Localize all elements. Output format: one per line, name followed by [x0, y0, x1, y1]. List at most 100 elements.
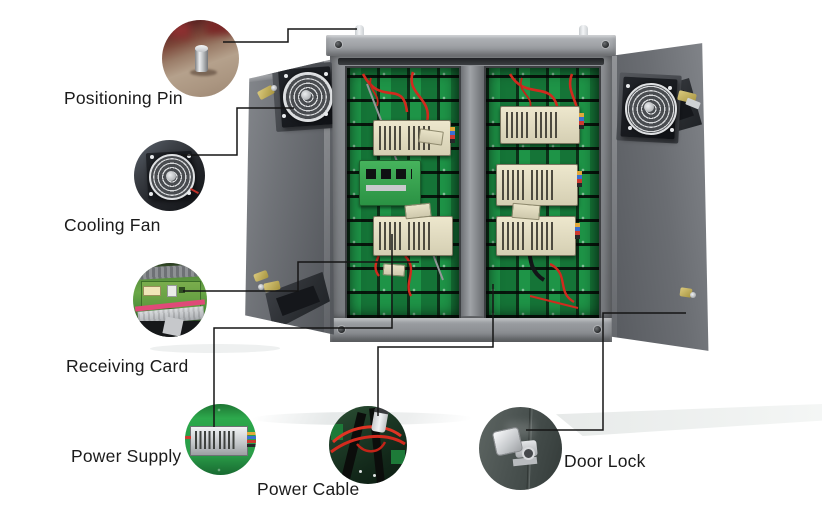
- door-edge-highlight: [324, 59, 330, 335]
- psu-vents: [408, 222, 430, 250]
- cabinet-inner-top-edge: [338, 58, 604, 65]
- left-door: [245, 59, 334, 335]
- floor-shadow-left: [146, 344, 284, 353]
- ribbon-connector: [511, 202, 541, 221]
- photo-bokeh: [206, 20, 232, 34]
- callout-photo-cooling-fan: [134, 140, 205, 211]
- psu-vents: [506, 112, 530, 138]
- psu-vents: [379, 126, 403, 150]
- pcb-patch: [391, 450, 405, 464]
- fan-hub: [301, 90, 311, 100]
- callout-label-power-cable: Power Cable: [257, 479, 360, 499]
- screw: [335, 41, 342, 48]
- callout-label-power-supply: Power Supply: [71, 446, 182, 466]
- card-ic: [179, 287, 185, 293]
- psu-vents: [219, 431, 235, 449]
- power-supply-unit: [496, 164, 582, 206]
- fan-hub: [644, 102, 654, 112]
- floor-shadow-right: [556, 404, 822, 436]
- psu-wires: [450, 127, 455, 143]
- fan-screw: [282, 114, 286, 118]
- positioning-pin-top-left: [355, 25, 364, 38]
- right-door: [611, 43, 709, 351]
- fan-screw: [324, 72, 328, 76]
- ribbon-cable: [162, 316, 184, 337]
- psu-wires: [579, 113, 584, 129]
- cabinet-bottom-bar: [330, 318, 612, 342]
- pcb-dot: [373, 474, 376, 477]
- door-latch: [253, 269, 269, 283]
- fan-hub: [166, 171, 176, 181]
- fan-screw: [324, 112, 328, 116]
- heatsink-chips: [366, 169, 412, 179]
- card-connector: [143, 286, 161, 296]
- pcb-dot: [359, 470, 362, 473]
- led-module-panel-left: [345, 66, 461, 320]
- fan-screw: [668, 86, 672, 90]
- fan-screw: [670, 128, 674, 132]
- fan-screw: [187, 154, 191, 158]
- positioning-pin-top-right: [579, 25, 588, 38]
- callout-photo-door-lock: [479, 407, 562, 490]
- psu-wire-red: [185, 436, 191, 439]
- cabinet-center-divider: [459, 66, 484, 316]
- callout-photo-positioning-pin: [162, 20, 239, 97]
- power-supply-unit: [496, 216, 580, 256]
- red-cable-art: [330, 425, 406, 454]
- cable-art-right: [508, 73, 580, 309]
- latch-pin: [271, 85, 277, 91]
- receiving-card-board: [359, 160, 421, 206]
- fan-screw: [628, 126, 632, 130]
- led-module-panel-right: [484, 66, 601, 320]
- positioning-pin-photo: [195, 48, 208, 72]
- fan-screw: [149, 192, 153, 196]
- fan-screw: [284, 74, 288, 78]
- psu-wire-yellow: [247, 432, 256, 435]
- callout-label-cooling-fan: Cooling Fan: [64, 215, 161, 235]
- callout-photo-receiving-card: [133, 263, 207, 337]
- psu-wires: [575, 223, 580, 239]
- card-bracket: [366, 185, 406, 191]
- psu-vents: [502, 222, 526, 250]
- psu-vents: [195, 431, 215, 449]
- ribbon-connector: [404, 202, 432, 220]
- psu-wires: [577, 171, 582, 187]
- callout-label-door-lock: Door Lock: [564, 451, 646, 471]
- photo-bokeh: [170, 22, 190, 38]
- screw: [594, 326, 601, 333]
- callout-label-receiving-card: Receiving Card: [66, 356, 189, 376]
- door-edge-highlight: [612, 56, 617, 338]
- psu-vents: [531, 170, 553, 200]
- latch-pin: [690, 292, 696, 298]
- callout-photo-power-supply: [185, 404, 256, 475]
- pin-cap: [195, 45, 208, 52]
- power-supply-photo: [190, 426, 248, 456]
- fan-screw: [187, 191, 191, 195]
- ribbon-cable: [136, 264, 204, 280]
- callout-photo-power-cable: [329, 406, 407, 484]
- screw: [602, 41, 609, 48]
- door-handle-recess: [265, 271, 330, 331]
- psu-wire-black: [247, 444, 256, 447]
- latch-pin: [258, 284, 264, 290]
- psu-vents: [379, 222, 403, 250]
- psu-vents: [535, 112, 557, 138]
- screw: [338, 326, 345, 333]
- psu-vents: [502, 170, 526, 200]
- power-supply-unit: [373, 120, 455, 156]
- psu-wire-blue: [247, 436, 256, 439]
- psu-wire-red: [247, 440, 256, 443]
- card-chip: [167, 285, 177, 297]
- connector-cap: [374, 406, 389, 415]
- lock-keyhole: [522, 447, 535, 460]
- power-supply-unit: [373, 216, 453, 256]
- recess-inner: [276, 285, 320, 316]
- callout-label-positioning-pin: Positioning Pin: [64, 88, 183, 108]
- pin-shadow: [190, 69, 217, 76]
- fan-screw: [150, 155, 154, 159]
- psu-vents: [531, 222, 553, 250]
- power-supply-unit: [500, 106, 584, 144]
- fan-screw: [626, 84, 630, 88]
- ribbon-connector: [382, 263, 406, 277]
